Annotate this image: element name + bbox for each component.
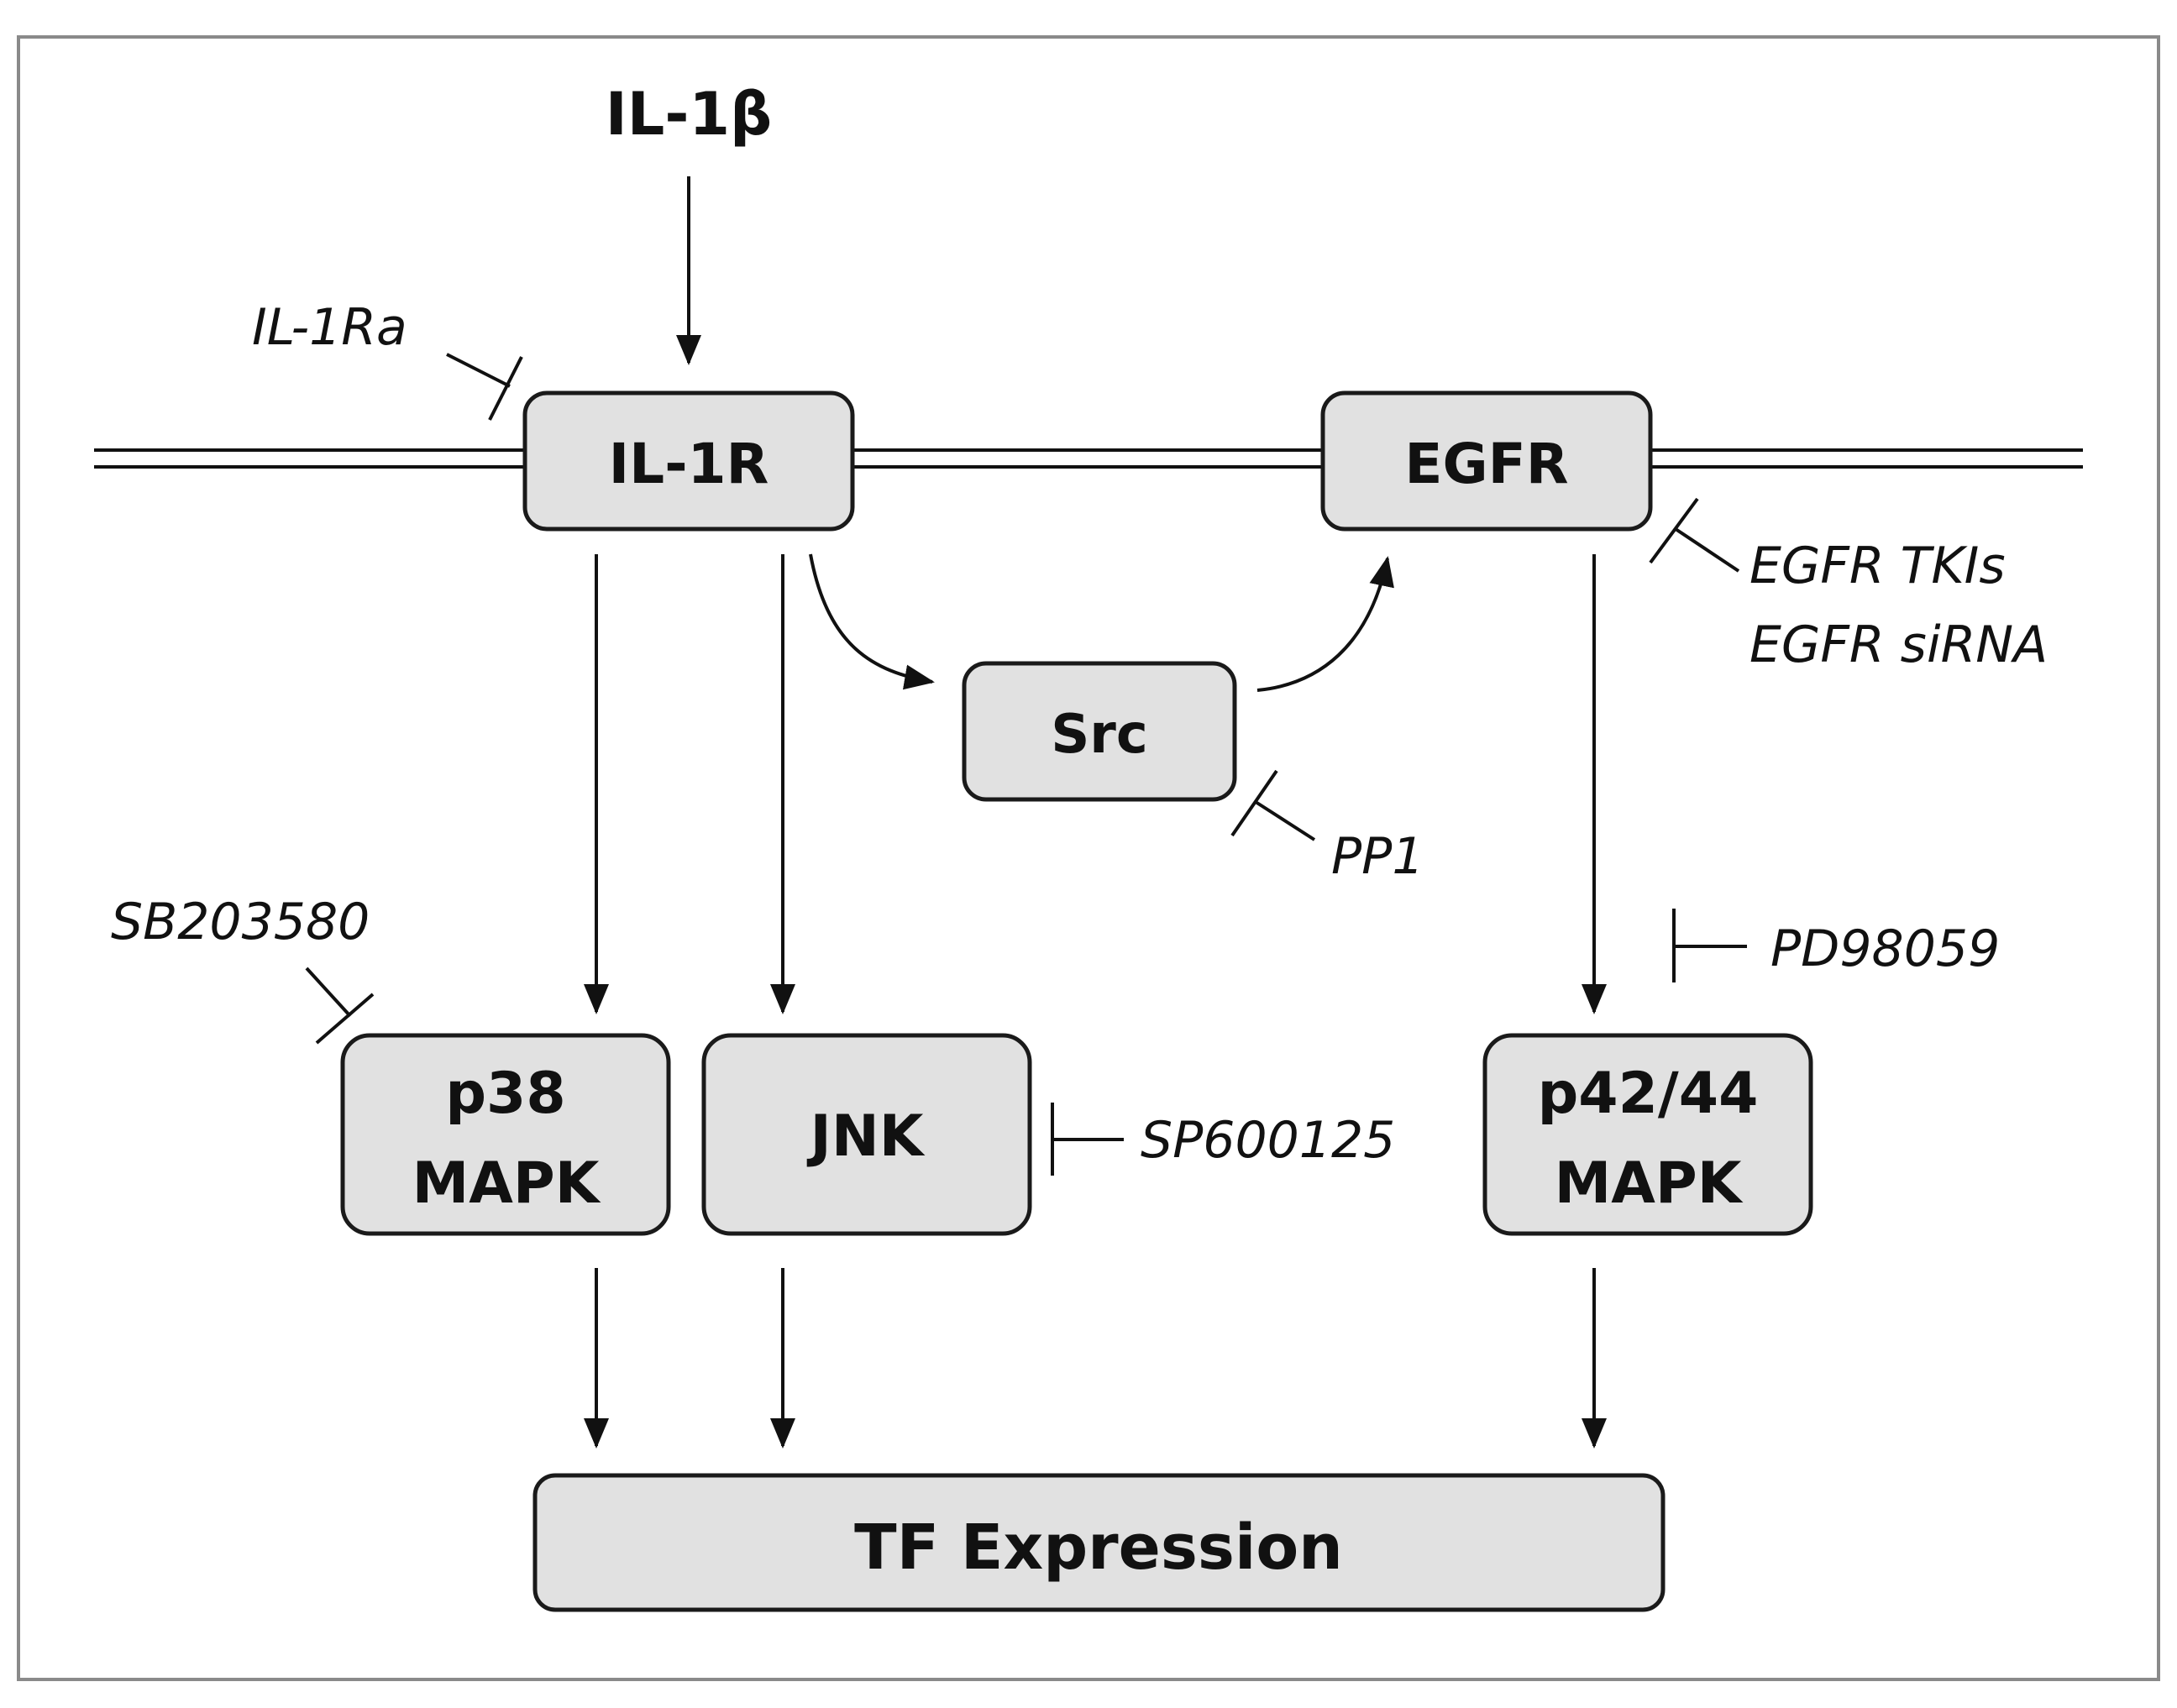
node-src-label: Src: [1051, 704, 1148, 766]
node-egfr-label: EGFR: [1404, 432, 1568, 496]
activation-edges: [584, 176, 1607, 1449]
node-p4244-label-line1: p42/44: [1538, 1061, 1759, 1127]
inhibit-sb203580-p38: [305, 967, 375, 1045]
inhibit-pp1-src: [1230, 769, 1316, 841]
edge-src-egfr: [1256, 556, 1394, 692]
inhibit-pd98059-p4244: [1672, 909, 1747, 982]
node-jnk[interactable]: JNK: [701, 1033, 1032, 1236]
node-tf-expression[interactable]: TF Expression: [532, 1473, 1666, 1612]
node-p38-label-line2: MAPK: [412, 1150, 601, 1217]
inhibitor-egfr-sirna-label: EGFR siRNA: [1749, 616, 2048, 674]
node-il1r[interactable]: IL-1R: [522, 390, 855, 532]
node-il1r-label: IL-1R: [609, 432, 769, 496]
node-p4244-label-line2: MAPK: [1555, 1150, 1744, 1217]
inhibit-il1ra-il1r: [446, 353, 523, 421]
node-src[interactable]: Src: [962, 661, 1237, 802]
edge-il1r-src: [809, 553, 935, 690]
inhibitor-pp1-label: PP1: [1331, 827, 1424, 886]
ligand-label: IL-1β: [606, 80, 773, 149]
cell-membrane: [94, 448, 2083, 469]
node-tf-expression-label: TF Expression: [854, 1512, 1343, 1584]
inhibit-egfr-tki: [1649, 497, 1740, 573]
node-p4244[interactable]: p42/44 MAPK: [1482, 1033, 1813, 1236]
node-jnk-label: JNK: [807, 1103, 926, 1170]
node-egfr[interactable]: EGFR: [1320, 390, 1653, 532]
inhibitor-pd98059-label: PD98059: [1770, 919, 2000, 978]
inhibit-sp600125-jnk: [1051, 1103, 1124, 1176]
figure-frame: [17, 35, 2160, 1681]
inhibitor-il1ra-label: IL-1Ra: [252, 298, 407, 357]
inhibitor-egfr-tki-label: EGFR TKIs: [1749, 537, 2006, 595]
inhibition-edges: [305, 353, 1747, 1176]
inhibitor-sb203580-label: SB203580: [111, 893, 370, 951]
node-p38-label-line1: p38: [445, 1061, 565, 1127]
inhibitor-sp600125-label: SP600125: [1141, 1111, 1395, 1170]
node-p38[interactable]: p38 MAPK: [340, 1033, 671, 1236]
